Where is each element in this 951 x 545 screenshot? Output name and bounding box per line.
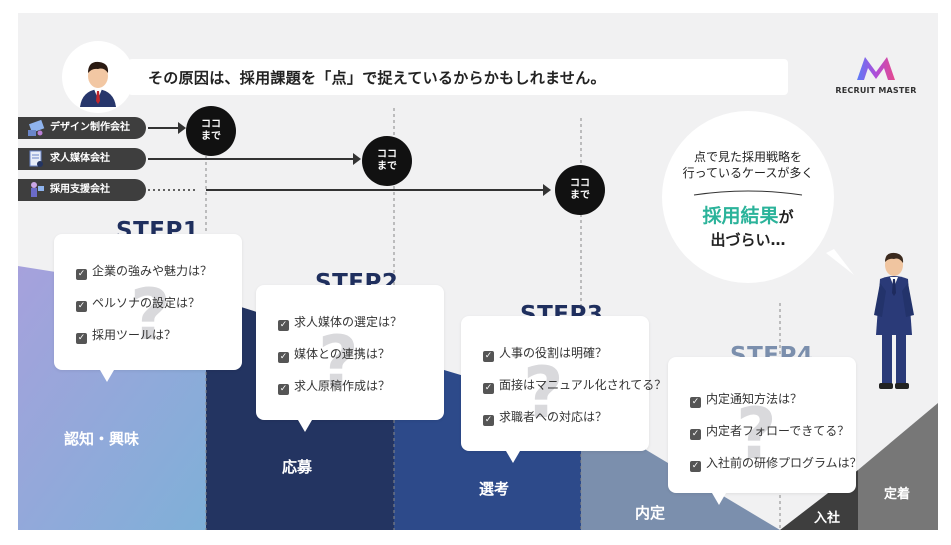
checkbox-icon: ✓ — [690, 429, 701, 440]
businessman-standing-icon — [874, 252, 914, 389]
step1-item: ✓ペルソナの設定は？ — [76, 296, 201, 312]
step3-card-tail — [506, 451, 520, 463]
step3-card: ? ✓人事の役割は明確？ ✓面接はマニュアル化されてる？ ✓求職者への対応は？ — [461, 316, 666, 451]
checkbox-icon: ✓ — [483, 351, 494, 362]
bubble-text: 点で見た採用戦略を 行っているケースが多く — [682, 150, 814, 180]
step4-item: ✓入社前の研修プログラムは？ — [690, 456, 862, 472]
stage-shape-retention — [858, 403, 938, 530]
step1-card-tail — [100, 370, 114, 382]
arrow-head-3 — [543, 184, 551, 196]
company-pill-job-media: 求人媒体会社 — [18, 148, 146, 170]
stage-label-offer: 内定 — [635, 504, 666, 522]
company-pill-design: デザイン制作会社 — [18, 117, 146, 139]
design-company-icon — [28, 119, 45, 136]
stage-label-selection: 選考 — [479, 480, 510, 498]
step1-item: ✓企業の強みや魅力は？ — [76, 264, 213, 280]
step2-item: ✓求人原稿作成は？ — [278, 379, 391, 395]
badge-line1: ココ — [570, 178, 590, 189]
arrow-head-2 — [353, 153, 361, 165]
arrow-head-1 — [178, 122, 186, 134]
company-label-design: デザイン制作会社 — [50, 122, 130, 133]
checkbox-icon: ✓ — [483, 415, 494, 426]
slide-canvas: その原因は、採用課題を「点」で捉えているからかもしれません。 RECRUIT M… — [18, 13, 938, 530]
step4-item: ✓内定通知方法は？ — [690, 392, 803, 408]
checkbox-icon: ✓ — [278, 320, 289, 331]
question-mark-icon: ? — [130, 274, 171, 356]
checkbox-icon: ✓ — [76, 301, 87, 312]
company-pill-recruit-support: 採用支援会社 — [18, 179, 146, 201]
stage-label-awareness: 認知・興味 — [64, 430, 140, 448]
step4-card-tail — [712, 493, 726, 505]
question-mark-icon: ? — [523, 352, 564, 434]
step1-card: ? ✓企業の強みや魅力は？ ✓ペルソナの設定は？ ✓採用ツールは？ — [54, 234, 242, 370]
bubble-highlight: 採用結果が — [702, 205, 794, 227]
step3-item: ✓求職者への対応は？ — [483, 410, 608, 426]
step2-card: ? ✓求人媒体の選定は？ ✓媒体との連携は？ ✓求人原稿作成は？ — [256, 285, 444, 420]
company-label-job-media: 求人媒体会社 — [50, 153, 110, 164]
checkbox-icon: ✓ — [483, 383, 494, 394]
step3-item: ✓人事の役割は明確？ — [483, 346, 608, 362]
step2-item: ✓媒体との連携は？ — [278, 347, 390, 363]
badge-line1: ココ — [377, 149, 397, 160]
checkbox-icon: ✓ — [76, 269, 87, 280]
step4-card: ? ✓内定通知方法は？ ✓内定者フォローできてる？ ✓入社前の研修プログラムは？ — [668, 357, 862, 493]
question-mark-icon: ? — [736, 393, 777, 475]
badge-line2: まで — [377, 161, 397, 172]
checkbox-icon: ✓ — [278, 384, 289, 395]
checkbox-icon: ✓ — [278, 352, 289, 363]
bubble-underline-curve — [693, 190, 803, 196]
company-label-recruit-support: 採用支援会社 — [50, 184, 110, 195]
step2-card-tail — [298, 420, 312, 432]
recruit-support-icon — [31, 182, 44, 197]
bubble-line3: 出づらい… — [710, 231, 786, 249]
checkbox-icon: ✓ — [690, 397, 701, 408]
stage-label-join: 入社 — [814, 511, 841, 526]
businessman-avatar-icon — [80, 61, 116, 107]
recruit-master-logo: RECRUIT MASTER — [830, 55, 922, 95]
checkbox-icon: ✓ — [76, 333, 87, 344]
checkbox-icon: ✓ — [690, 461, 701, 472]
logo-mark-icon — [857, 57, 895, 80]
koko-made-badge-1: ココまで — [186, 106, 236, 156]
logo-text: RECRUIT MASTER — [835, 86, 917, 95]
header-bar — [128, 59, 788, 95]
step2-item: ✓求人媒体の選定は？ — [278, 315, 403, 331]
speech-bubble-tail — [826, 249, 854, 275]
step3-item: ✓面接はマニュアル化されてる？ — [483, 378, 667, 394]
speech-bubble: 点で見た採用戦略を 行っているケースが多く 採用結果が 出づらい… — [662, 111, 834, 283]
step4-item: ✓内定者フォローできてる？ — [690, 424, 850, 440]
badge-line1: ココ — [201, 119, 221, 130]
koko-made-badge-2: ココまで — [362, 136, 412, 186]
stage-label-retention: 定着 — [884, 487, 911, 502]
question-mark-icon: ? — [318, 321, 359, 403]
avatar — [62, 41, 134, 113]
stage-label-apply: 応募 — [282, 458, 313, 476]
koko-made-badge-3: ココまで — [555, 165, 605, 215]
header-message: その原因は、採用課題を「点」で捉えているからかもしれません。 — [148, 69, 606, 87]
badge-line2: まで — [570, 190, 590, 201]
job-media-icon — [29, 150, 43, 167]
step1-item: ✓採用ツールは？ — [76, 328, 177, 344]
badge-line2: まで — [201, 131, 221, 142]
